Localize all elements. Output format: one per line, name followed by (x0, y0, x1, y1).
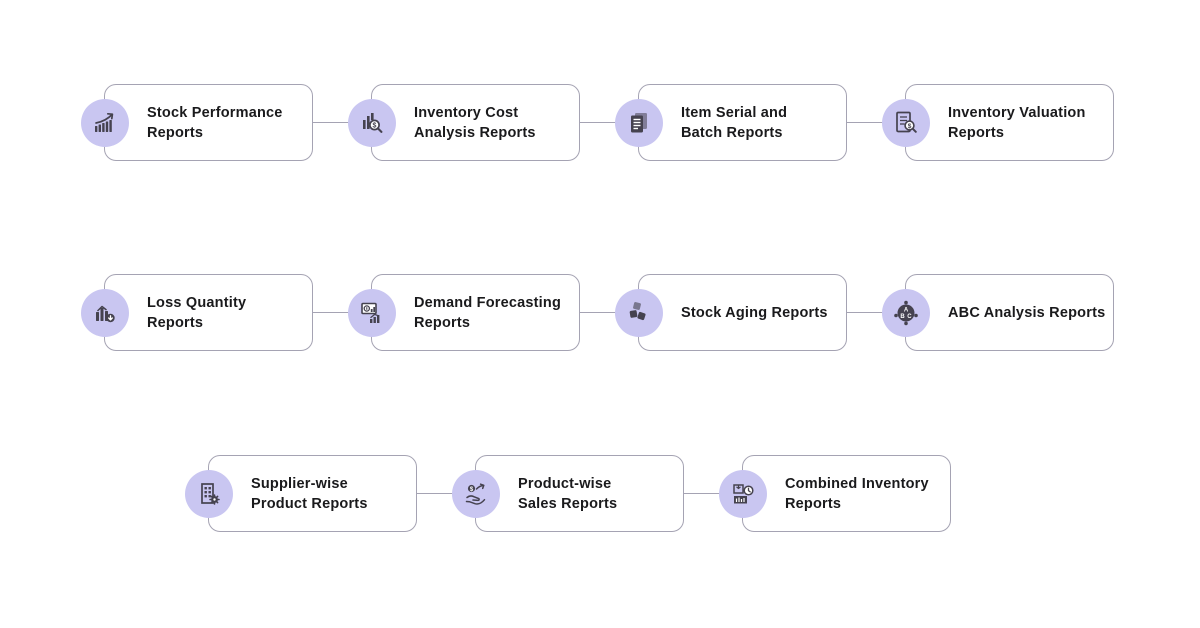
document-magnifier-dollar-icon: $ (892, 109, 920, 137)
connector-line (847, 312, 905, 313)
svg-text:C: C (907, 314, 912, 320)
forecast-board-chart-icon (358, 299, 386, 327)
report-row: Stock Performance Reports $ Inventory Cost… (81, 84, 1114, 161)
icon-badge: $ (452, 469, 500, 518)
hand-coin-growth-icon: $ (462, 480, 490, 508)
icon-badge (348, 288, 396, 337)
growth-chart-icon (91, 109, 119, 137)
report-card-label: Demand Forecasting Reports (414, 294, 562, 331)
connector-line (580, 312, 638, 313)
report-card-label: Inventory Cost Analysis Reports (414, 104, 536, 141)
icon-badge (81, 98, 129, 147)
batch-documents-icon (625, 109, 653, 137)
report-card: Item Serial and Batch Reports (615, 84, 847, 161)
report-card: Supplier-wise Product Reports (185, 455, 417, 532)
report-card-label: Stock Aging Reports (681, 304, 828, 321)
svg-text:A: A (904, 307, 909, 313)
report-card-label: ABC Analysis Reports (948, 304, 1106, 321)
icon-badge (719, 469, 767, 518)
report-card: $ Product-wise Sales Reports (452, 455, 684, 532)
connector-line (313, 122, 371, 123)
svg-text:B: B (900, 314, 905, 320)
stock-cubes-icon (625, 299, 653, 327)
report-card-label: Loss Quantity Reports (147, 294, 247, 331)
report-card-label: Combined Inventory Reports (785, 475, 929, 512)
connector-line (684, 493, 742, 494)
svg-text:$: $ (373, 122, 377, 129)
connector-line (313, 312, 371, 313)
report-row: Supplier-wise Product Reports $ Product-wi… (185, 455, 951, 532)
report-card-label: Supplier-wise Product Reports (251, 475, 368, 512)
connector-line (417, 493, 475, 494)
svg-text:$: $ (470, 486, 474, 492)
chart-magnifier-icon: $ (358, 109, 386, 137)
report-card-label: Inventory Valuation Reports (948, 104, 1086, 141)
icon-badge (615, 98, 663, 147)
connector-line (847, 122, 905, 123)
report-card: $ Inventory Cost Analysis Reports (348, 84, 580, 161)
report-card: Stock Aging Reports (615, 274, 847, 351)
supplier-building-gear-icon (195, 480, 223, 508)
icon-badge (185, 469, 233, 518)
report-card: Loss Quantity Reports (81, 274, 313, 351)
loss-bar-chart-icon (91, 299, 119, 327)
report-row: Loss Quantity Reports Demand Forecasting … (81, 274, 1114, 351)
box-clock-chart-icon (729, 480, 757, 508)
report-card-label: Item Serial and Batch Reports (681, 104, 788, 141)
report-card-label: Stock Performance Reports (147, 104, 283, 141)
report-card-label: Product-wise Sales Reports (518, 475, 618, 512)
connector-line (580, 122, 638, 123)
report-card: $ Inventory Valuation Reports (882, 84, 1114, 161)
report-card: Stock Performance Reports (81, 84, 313, 161)
icon-badge: $ (348, 98, 396, 147)
svg-text:$: $ (908, 123, 912, 130)
icon-badge (81, 288, 129, 337)
report-card: Demand Forecasting Reports (348, 274, 580, 351)
report-card: Combined Inventory Reports (719, 455, 951, 532)
icon-badge (615, 288, 663, 337)
icon-badge: $ (882, 98, 930, 147)
